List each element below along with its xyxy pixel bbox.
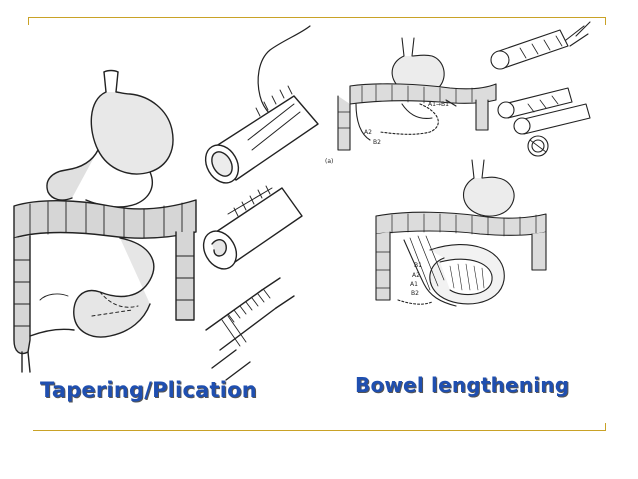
lengthening-bottom-drawing [375, 159, 547, 307]
bottom-rule-right-tick [605, 423, 606, 431]
caption-tapering-plication: Tapering/Plication [40, 378, 257, 402]
lengthening-tubes [490, 21, 591, 157]
plication-tube-2 [202, 185, 303, 270]
caption-bowel-lengthening: Bowel lengthening [355, 373, 570, 397]
label-a2-bottom: A2 [412, 272, 420, 279]
tapering-tube-1 [204, 85, 319, 184]
lengthening-top-drawing [337, 37, 497, 151]
label-a2-top: A2 [364, 129, 372, 136]
label-b2-bottom: B2 [411, 290, 419, 297]
bottom-rule [33, 430, 605, 431]
label-a1-bottom: A1 [410, 281, 418, 288]
label-a-panel: (a) [325, 158, 334, 165]
label-a1-b1: A1→B1 [428, 101, 449, 108]
suture-thread [257, 25, 311, 115]
label-b2-top: B2 [373, 139, 381, 146]
stitched-tube-3 [205, 277, 295, 381]
top-rule-right-tick [605, 17, 606, 25]
top-rule-left-tick [28, 17, 29, 25]
label-b1-bottom: B1 [414, 262, 422, 269]
top-rule [28, 17, 606, 18]
left-anatomy-drawing [13, 69, 197, 373]
